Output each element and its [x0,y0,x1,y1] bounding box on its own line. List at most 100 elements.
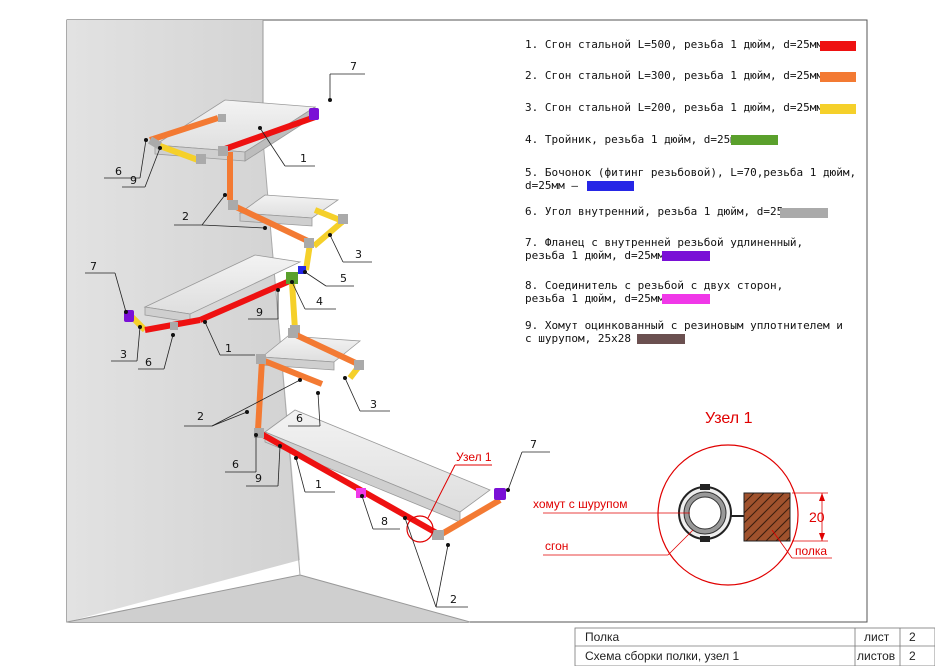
callout-label-9: 9 [256,306,263,319]
node-leader [427,464,456,519]
callout-dot [328,98,332,102]
floor-line [66,574,301,623]
title-name: Полка [585,630,620,644]
dimension-value: 20 [809,509,825,525]
callout-label-2: 2 [450,593,457,606]
callout-label-6: 6 [232,458,239,471]
callout-leader [361,495,374,530]
callout-leader [204,321,221,356]
callout-leader [211,411,248,427]
legend-item-3-text: 3. Сгон стальной L=200, резьба 1 дюйм, d… [525,101,837,114]
callout-leader [404,517,437,608]
callout-dot [144,138,148,142]
callout-leader [136,326,141,362]
callout-dot [360,494,364,498]
legend: 1. Сгон стальной L=500, резьба 1 дюйм, d… [525,38,856,345]
dim-arrow-bottom [819,533,825,541]
sheets-label: листов [857,649,895,663]
legend-swatch-4 [731,135,778,145]
callout-leader [435,544,449,608]
legend-swatch-2 [820,72,856,82]
callout-leader [259,127,286,167]
pipe-section [688,496,722,530]
callout-label-9: 9 [255,472,262,485]
dim-arrow-top [819,493,825,501]
clamp-label: хомут с шурупом [533,497,628,511]
legend-item-9-text: с шурупом, 25х28 – [525,332,645,345]
callout-leader [329,234,344,263]
callout-dot [258,126,262,130]
callout-leader [211,379,301,427]
callout-label-5: 5 [340,272,347,285]
callout-label-8: 8 [381,515,388,528]
callout-leader [201,194,226,226]
callout-dot [276,288,280,292]
legend-swatch-1 [820,41,856,51]
legend-item-8-text: резьба 1 дюйм, d=25мм – [525,292,678,305]
callout-dot [171,333,175,337]
callout-label-7: 7 [530,438,537,451]
pipes-shelf-1 [147,108,320,200]
callout-dot [245,410,249,414]
sheets-value: 2 [909,649,916,663]
callout-dot [328,233,332,237]
legend-item-5-text: d=25мм – [525,179,578,192]
clamp-ear-bottom [700,536,710,542]
legend-item-8-text: 8. Соединитель с резьбой с двух сторон, [525,279,783,292]
callout-dot [290,280,294,284]
pipes-shelf-4 [255,328,364,431]
callout-leader [139,139,147,179]
callout-leader [304,271,327,287]
pipes-shelf-5 [254,428,506,540]
callout-dot [506,488,510,492]
callout-dot [138,325,142,329]
shelf-2 [238,194,340,227]
callout-label-4: 4 [316,295,323,308]
callout-dot [294,456,298,460]
legend-swatch-8 [662,294,710,304]
floor [67,575,470,622]
callout-leader [507,451,523,491]
callout-label-2: 2 [182,210,189,223]
floor-line-2 [299,574,471,623]
callout-dot [303,270,307,274]
callout-dot [403,516,407,520]
legend-item-2-text: 2. Сгон стальной L=300, резьба 1 дюйм, d… [525,69,837,82]
detail-title: Узел 1 [705,410,753,427]
callout-label-6: 6 [296,412,303,425]
callout-leader [114,272,127,313]
legend-item-7-text: 7. Фланец с внутренней резьбой удлиненны… [525,236,803,249]
callout-leader [291,281,306,310]
callout-label-1: 1 [225,342,232,355]
detail-view: Узел 1 [533,410,832,586]
legend-item-4-text: 4. Тройник, резьба 1 дюйм, d=25мм – [525,133,757,146]
callout-label-7: 7 [90,260,97,273]
callout-label-6: 6 [115,165,122,178]
sheet-label: лист [864,630,890,644]
callout-label-1: 1 [300,152,307,165]
shelf-leader [771,529,793,559]
title-description: Схема сборки полки, узел 1 [585,649,739,663]
legend-swatch-6 [780,208,828,218]
title-block: Полка Схема сборки полки, узел 1 лист 2 … [574,627,935,666]
legend-swatch-3 [820,104,856,114]
legend-item-6-text: 6. Угол внутренний, резьба 1 дюйм, d=25м… [525,205,810,218]
callout-label-2: 2 [197,410,204,423]
callout-dot [203,320,207,324]
callout-leader [344,377,361,412]
legend-swatch-7 [662,251,710,261]
callout-dot [263,226,267,230]
callout-dot [298,378,302,382]
legend-swatch-9 [637,334,685,344]
callout-leader [144,147,161,188]
callout-leader [201,224,266,229]
node-callout-label: Узел 1 [456,450,492,464]
callout-label-6: 6 [145,356,152,369]
callout-label-3: 3 [370,398,377,411]
callout-dot [223,193,227,197]
legend-swatch-5 [587,181,634,191]
callout-label-1: 1 [315,478,322,491]
legend-item-7-text: резьба 1 дюйм, d=25мм – [525,249,678,262]
callout-leader [295,457,306,493]
